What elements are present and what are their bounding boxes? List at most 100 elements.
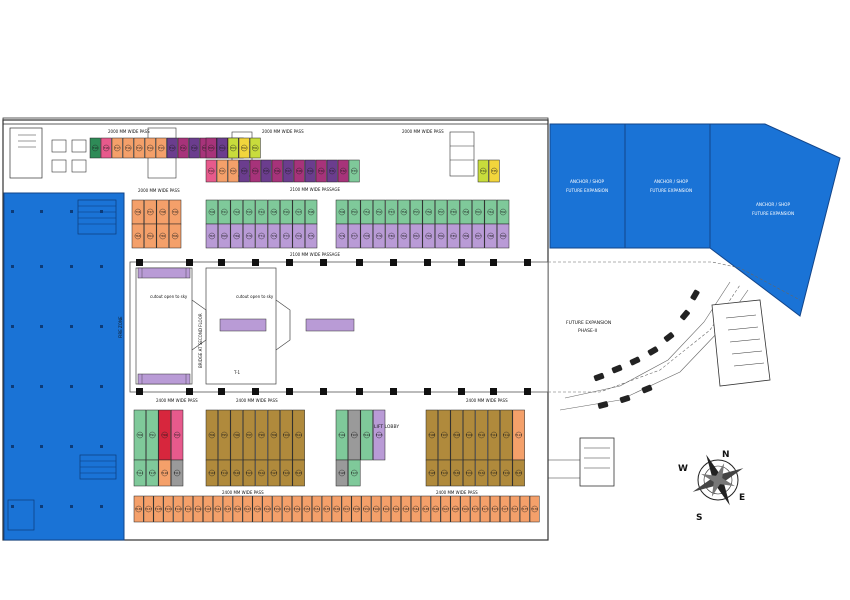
shop-unit[interactable] xyxy=(496,223,510,249)
shop-unit[interactable] xyxy=(255,223,268,249)
shop-unit[interactable] xyxy=(183,495,194,523)
shop-unit[interactable] xyxy=(293,159,305,183)
shop-unit[interactable] xyxy=(232,495,243,523)
shop-unit[interactable] xyxy=(434,223,448,249)
shop-unit[interactable] xyxy=(242,223,256,249)
shop-unit[interactable] xyxy=(348,159,360,183)
shop-unit[interactable] xyxy=(216,159,228,183)
shop-unit[interactable] xyxy=(490,495,500,523)
shop-unit[interactable] xyxy=(230,223,243,249)
shop-unit[interactable] xyxy=(131,223,145,249)
shop-unit[interactable] xyxy=(238,137,250,159)
shop-unit[interactable] xyxy=(487,459,501,487)
shop-unit[interactable] xyxy=(337,159,349,183)
shop-unit[interactable] xyxy=(133,459,147,487)
shop-unit[interactable] xyxy=(401,495,411,523)
shop-unit[interactable] xyxy=(280,459,293,487)
shop-unit[interactable] xyxy=(315,159,327,183)
shop-unit[interactable] xyxy=(475,459,488,487)
shop-unit[interactable] xyxy=(242,459,256,487)
shop-unit[interactable] xyxy=(203,495,213,523)
shop-unit[interactable] xyxy=(450,459,463,487)
shop-unit[interactable] xyxy=(271,159,283,183)
shop-unit[interactable] xyxy=(341,495,352,523)
shop-unit[interactable] xyxy=(335,459,349,487)
shop-unit[interactable] xyxy=(472,223,485,249)
shop-unit[interactable] xyxy=(216,137,228,159)
shop-unit[interactable] xyxy=(509,495,520,523)
shop-unit[interactable] xyxy=(381,495,392,523)
shop-unit[interactable] xyxy=(255,459,268,487)
shop-unit[interactable] xyxy=(459,223,473,249)
shop-unit[interactable] xyxy=(410,223,423,249)
shop-unit[interactable] xyxy=(282,159,294,183)
shop-unit[interactable] xyxy=(158,459,171,487)
shop-unit[interactable] xyxy=(153,495,164,523)
shop-unit[interactable] xyxy=(470,495,481,523)
shop-unit[interactable] xyxy=(144,223,157,249)
shop-unit[interactable] xyxy=(335,223,349,249)
shop-unit[interactable] xyxy=(420,495,431,523)
shop-unit[interactable] xyxy=(372,223,386,249)
shop-unit[interactable] xyxy=(292,459,305,487)
shop-unit[interactable] xyxy=(326,159,338,183)
shop-unit[interactable] xyxy=(242,495,253,523)
shop-unit[interactable] xyxy=(360,409,373,461)
shop-unit[interactable] xyxy=(168,223,182,249)
shop-unit[interactable] xyxy=(144,137,156,159)
shop-unit[interactable] xyxy=(262,495,273,523)
shop-unit[interactable] xyxy=(230,459,243,487)
shop-unit[interactable] xyxy=(397,223,411,249)
shop-unit[interactable] xyxy=(267,459,281,487)
shop-unit[interactable] xyxy=(371,495,382,523)
shop-unit[interactable] xyxy=(272,495,283,523)
shop-unit[interactable] xyxy=(267,223,281,249)
shop-unit[interactable] xyxy=(361,495,372,523)
shop-unit[interactable] xyxy=(331,495,342,523)
shop-unit[interactable] xyxy=(170,459,184,487)
shop-unit[interactable] xyxy=(425,459,439,487)
shop-unit[interactable] xyxy=(477,159,489,183)
shop-unit[interactable] xyxy=(205,137,217,159)
shop-unit[interactable] xyxy=(438,459,451,487)
shop-unit[interactable] xyxy=(260,159,272,183)
shop-unit[interactable] xyxy=(292,223,305,249)
shop-unit[interactable] xyxy=(100,137,112,159)
shop-unit[interactable] xyxy=(304,223,318,249)
shop-unit[interactable] xyxy=(372,409,386,461)
shop-unit[interactable] xyxy=(122,137,134,159)
shop-unit[interactable] xyxy=(488,159,500,183)
shop-unit[interactable] xyxy=(500,459,513,487)
anchor-block-right-1[interactable] xyxy=(549,123,626,249)
shop-unit[interactable] xyxy=(282,495,293,523)
shop-unit[interactable] xyxy=(218,223,231,249)
shop-unit[interactable] xyxy=(280,223,293,249)
shop-unit[interactable] xyxy=(111,137,123,159)
shop-unit[interactable] xyxy=(447,223,460,249)
shop-unit[interactable] xyxy=(422,223,435,249)
shop-unit[interactable] xyxy=(529,495,540,523)
shop-unit[interactable] xyxy=(249,137,261,159)
shop-unit[interactable] xyxy=(321,495,332,523)
shop-unit[interactable] xyxy=(292,495,302,523)
shop-unit[interactable] xyxy=(311,495,322,523)
shop-unit[interactable] xyxy=(156,223,169,249)
shop-unit[interactable] xyxy=(302,495,312,523)
shop-unit[interactable] xyxy=(177,137,189,159)
shop-unit[interactable] xyxy=(462,459,476,487)
shop-unit[interactable] xyxy=(143,495,154,523)
shop-unit[interactable] xyxy=(163,495,174,523)
shop-unit[interactable] xyxy=(205,159,217,183)
shop-unit[interactable] xyxy=(304,159,316,183)
shop-unit[interactable] xyxy=(89,137,101,159)
shop-unit[interactable] xyxy=(484,223,497,249)
shop-unit[interactable] xyxy=(249,159,261,183)
shop-unit[interactable] xyxy=(205,223,219,249)
shop-unit[interactable] xyxy=(460,495,471,523)
shop-unit[interactable] xyxy=(188,137,200,159)
shop-unit[interactable] xyxy=(385,223,398,249)
anchor-block-right-3[interactable] xyxy=(709,123,841,317)
shop-unit[interactable] xyxy=(133,137,145,159)
shop-unit[interactable] xyxy=(480,495,491,523)
shop-unit[interactable] xyxy=(351,495,362,523)
